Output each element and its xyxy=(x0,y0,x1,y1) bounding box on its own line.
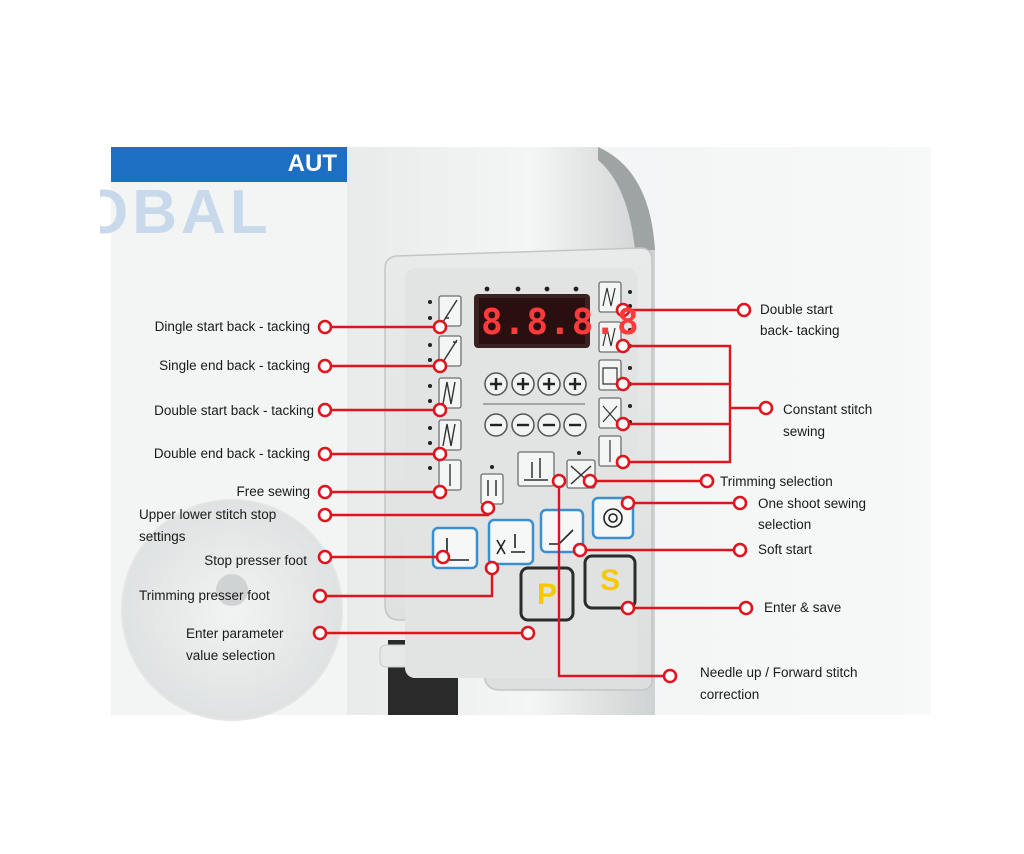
label-enter-parameter-line2: value selection xyxy=(186,648,276,663)
label-enter-parameter-line1: Enter parameter xyxy=(186,626,284,641)
label-single-end-backtacking: Single end back - tacking xyxy=(159,358,310,373)
leader-lines xyxy=(320,308,766,678)
label-double-start-backtacking: Double start back - tacking xyxy=(154,403,314,418)
label-stitch-stop-line2: settings xyxy=(139,529,186,544)
stitch-stop-icon xyxy=(480,473,504,505)
double-start-backtack-icon xyxy=(438,377,462,409)
label-stitch-stop-line1: Upper lower stitch stop xyxy=(139,507,277,522)
head-edge-shadow xyxy=(598,147,655,250)
blue-key-glyphs xyxy=(441,508,623,561)
middle-indicator-dots xyxy=(490,451,581,469)
brand-bar: AUT xyxy=(111,147,347,182)
handwheel-hub xyxy=(216,574,248,606)
needle-up-icon xyxy=(517,451,555,487)
label-trimming-selection: Trimming selection xyxy=(720,474,833,489)
left-indicator-dots xyxy=(428,300,432,470)
indicator-dots-top xyxy=(484,286,579,292)
label-constant-stitch-line2: sewing xyxy=(783,424,826,439)
handwheel xyxy=(121,499,343,721)
label-single-start-backtacking: Dingle start back - tacking xyxy=(154,319,310,334)
label-one-shot-line1: One shoot sewing xyxy=(758,496,867,511)
left-key-glyphs xyxy=(442,299,458,486)
leader-needle-up xyxy=(557,481,670,678)
leader-endpoints xyxy=(312,302,774,684)
double-end-backtack-icon xyxy=(438,419,462,451)
label-double-start-line1: Double start xyxy=(760,302,833,317)
label-double-start-line2: back- tacking xyxy=(760,323,840,338)
s-key-label[interactable]: S xyxy=(599,564,620,597)
label-one-shot-line2: selection xyxy=(758,517,812,532)
leader-constant-stitch xyxy=(623,344,766,464)
label-double-end-backtacking: Double end back - tacking xyxy=(153,446,310,461)
leader-trimming-presser xyxy=(320,568,494,598)
label-constant-stitch-line1: Constant stitch xyxy=(783,402,873,417)
constant-stitch-icon-1 xyxy=(598,321,622,353)
p-key-label[interactable]: P xyxy=(536,578,557,611)
led-display-value: 8.8.8.8 xyxy=(481,302,640,343)
brand-logo-letters: OBAL xyxy=(100,183,272,243)
double-start-backtack-right-icon xyxy=(598,281,622,313)
soft-start-icon xyxy=(539,508,585,554)
label-trimming-presser-foot: Trimming presser foot xyxy=(139,588,270,603)
label-soft-start: Soft start xyxy=(758,542,813,557)
s-key xyxy=(583,554,637,610)
label-needle-up-line1: Needle up / Forward stitch xyxy=(700,665,858,680)
right-key-glyphs xyxy=(602,287,618,462)
label-free-sewing: Free sewing xyxy=(236,484,310,499)
trimming-presser-foot-icon xyxy=(487,518,535,566)
plus-glyphs xyxy=(490,378,581,390)
label-enter-save: Enter & save xyxy=(764,600,842,615)
brand-bar-text: AUT xyxy=(287,150,337,177)
label-stop-presser-foot: Stop presser foot xyxy=(204,553,307,568)
label-needle-up-line2: correction xyxy=(700,687,760,702)
led-display xyxy=(479,298,585,344)
brand-logo-text: OBAL xyxy=(100,183,347,243)
